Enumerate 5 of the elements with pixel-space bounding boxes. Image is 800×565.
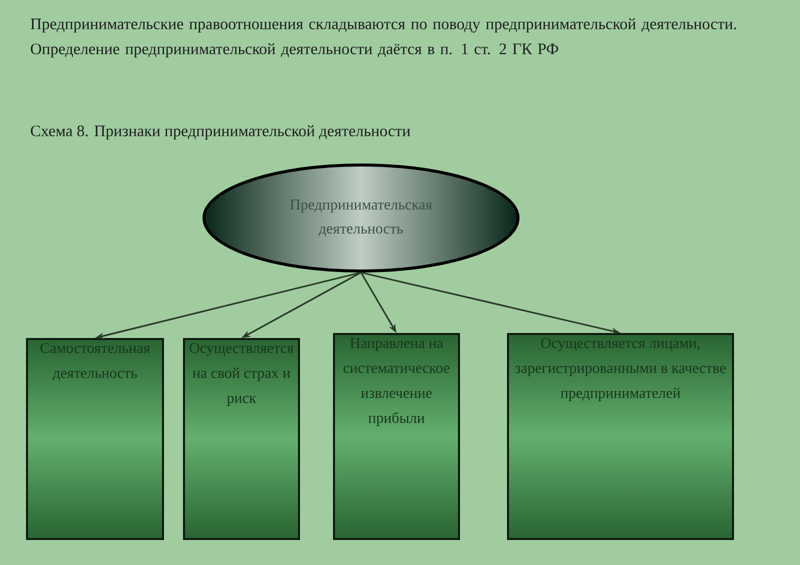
feature-box: Осуществляется лицами, зарегистрированными в качестве предпринимателей xyxy=(507,333,734,540)
feature-box: Самостоятельная деятельность xyxy=(26,338,164,540)
feature-box: Осуществляется на свой страх и риск xyxy=(183,338,300,540)
diagram-title: Схема 8. Признаки предпринимательской деятельности xyxy=(30,125,410,140)
intro-paragraph: Предпринимательские правоотношения складываются по поводу предпринимательской деятельности. Определение предпринимательской деятельности даётся в п. 1 ст. 2 ГК РФ xyxy=(30,18,736,58)
